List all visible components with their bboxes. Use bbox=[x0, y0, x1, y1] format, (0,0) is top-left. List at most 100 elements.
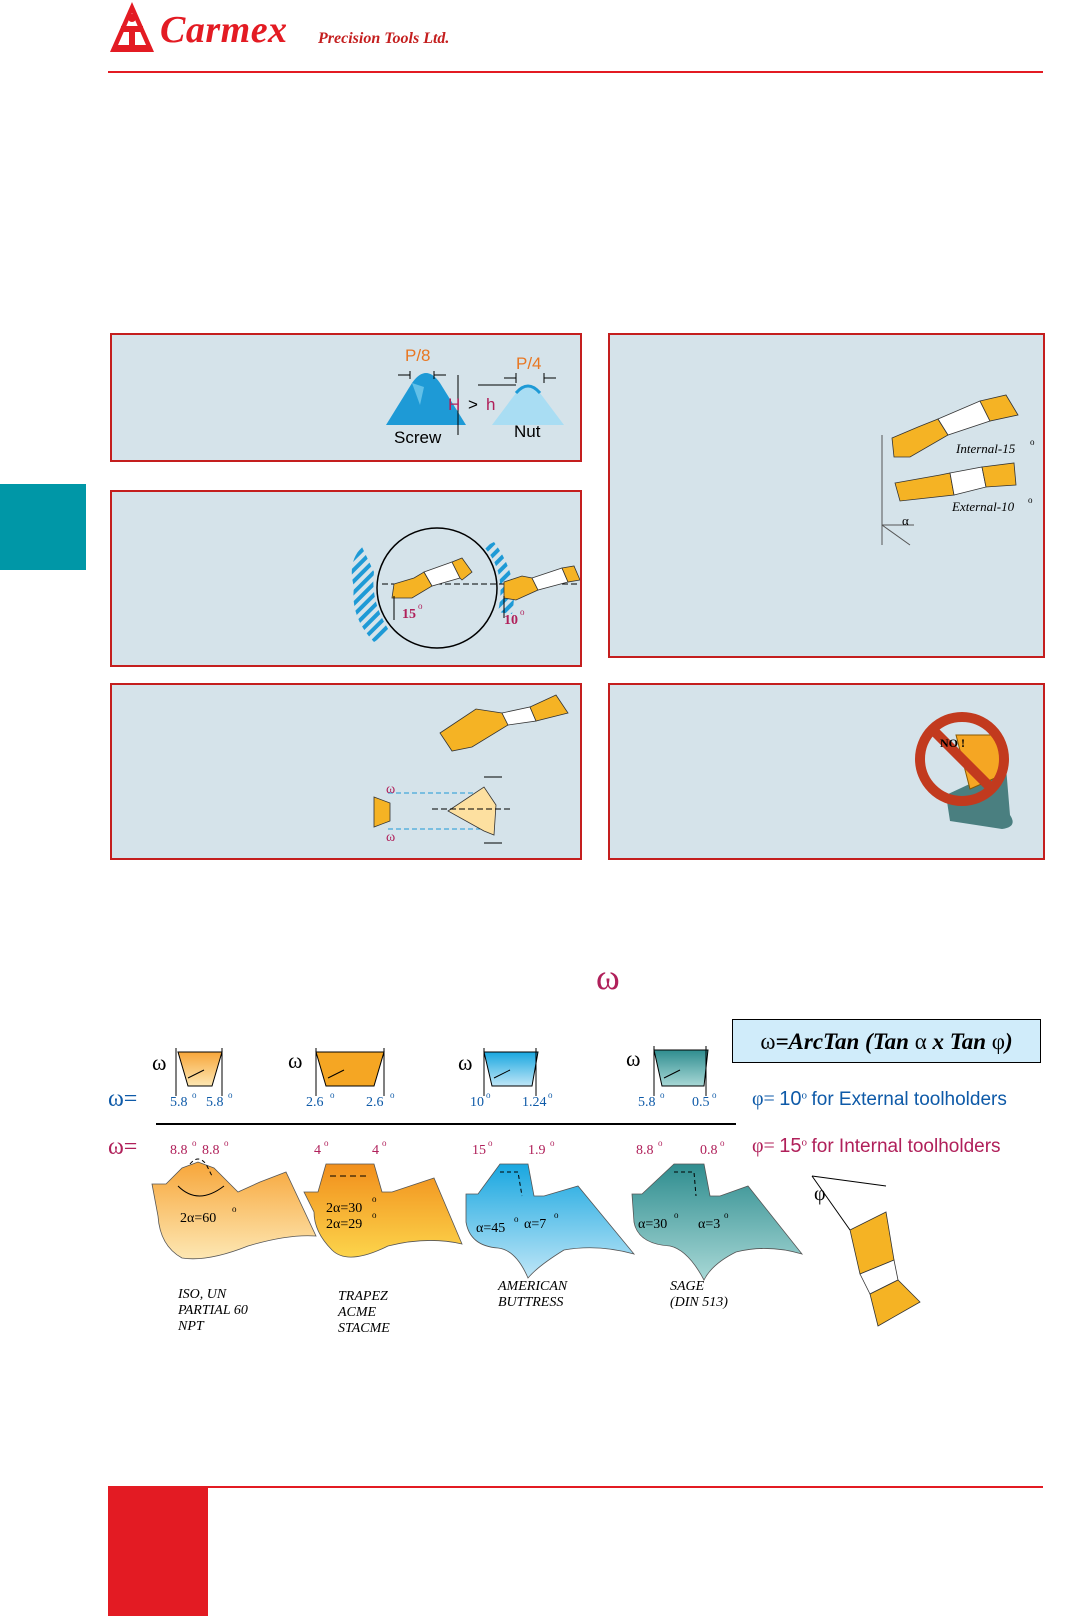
svg-text:2α=60: 2α=60 bbox=[180, 1211, 216, 1226]
svg-text:BUTTRESS: BUTTRESS bbox=[498, 1295, 563, 1310]
svg-text:o: o bbox=[486, 1090, 491, 1100]
nut-profile bbox=[492, 386, 564, 425]
svg-text:0.5: 0.5 bbox=[692, 1095, 710, 1110]
omega-internal-row-label: ω= bbox=[108, 1134, 138, 1160]
brand-tagline: Precision Tools Ltd. bbox=[318, 30, 450, 47]
H-label: H bbox=[448, 395, 460, 414]
section-tab bbox=[0, 484, 86, 570]
p4-label: P/4 bbox=[516, 354, 542, 373]
svg-text:(DIN 513): (DIN 513) bbox=[670, 1295, 728, 1310]
svg-text:1.24: 1.24 bbox=[522, 1095, 547, 1110]
svg-text:α=45: α=45 bbox=[476, 1221, 505, 1236]
svg-text:o: o bbox=[224, 1138, 229, 1148]
alpha-label: α bbox=[902, 513, 909, 528]
svg-text:ACME: ACME bbox=[337, 1305, 377, 1320]
svg-text:AMERICAN: AMERICAN bbox=[497, 1279, 568, 1294]
svg-text:o: o bbox=[418, 601, 423, 611]
no-sign-icon bbox=[915, 712, 1009, 806]
svg-text:15: 15 bbox=[472, 1143, 486, 1158]
svg-text:8.8: 8.8 bbox=[170, 1143, 188, 1158]
svg-text:o: o bbox=[554, 1210, 559, 1220]
svg-text:ω: ω bbox=[152, 1050, 166, 1075]
svg-text:o: o bbox=[658, 1138, 663, 1148]
svg-text:TRAPEZ: TRAPEZ bbox=[338, 1289, 388, 1304]
svg-text:10: 10 bbox=[470, 1095, 484, 1110]
svg-text:STACME: STACME bbox=[338, 1321, 390, 1336]
svg-text:4: 4 bbox=[314, 1143, 321, 1158]
no-label: NO ! bbox=[940, 736, 965, 750]
omega-external-row-label: ω= bbox=[108, 1086, 138, 1112]
no-sign-diagram: NO ! bbox=[915, 712, 1013, 829]
svg-text:PARTIAL 60: PARTIAL 60 bbox=[177, 1303, 248, 1318]
svg-text:o: o bbox=[382, 1138, 387, 1148]
svg-text:o: o bbox=[192, 1090, 197, 1100]
profile-iso-large: 2α=60 o ISO, UN PARTIAL 60 NPT bbox=[151, 1158, 317, 1334]
svg-text:o: o bbox=[372, 1194, 377, 1204]
internal-label: Internal-15 bbox=[955, 441, 1016, 456]
svg-text:o: o bbox=[660, 1090, 665, 1100]
svg-text:o: o bbox=[330, 1090, 335, 1100]
svg-text:NPT: NPT bbox=[177, 1319, 205, 1334]
omega-top-label: ω bbox=[386, 782, 395, 797]
profile-sage-large: α=30 o α=3 o SAGE (DIN 513) bbox=[631, 1163, 804, 1310]
svg-text:8.8: 8.8 bbox=[202, 1143, 220, 1158]
svg-text:2α=29: 2α=29 bbox=[326, 1217, 362, 1232]
svg-text:α=30: α=30 bbox=[638, 1217, 667, 1232]
panel-no: NO ! bbox=[608, 683, 1045, 860]
svg-text:o: o bbox=[228, 1090, 233, 1100]
header-rule bbox=[108, 71, 1043, 73]
omega-clearance-diagram: ω ω bbox=[373, 694, 569, 845]
gt-label: > bbox=[468, 395, 478, 414]
insert-types-diagram: Internal-15 o External-10 o α bbox=[881, 394, 1035, 546]
svg-text:α=3: α=3 bbox=[698, 1217, 720, 1232]
svg-text:o: o bbox=[1030, 437, 1035, 447]
svg-text:4: 4 bbox=[372, 1143, 379, 1158]
svg-text:2α=30: 2α=30 bbox=[326, 1201, 362, 1216]
svg-text:ω: ω bbox=[288, 1048, 302, 1073]
svg-text:o: o bbox=[712, 1090, 717, 1100]
phi-external-note: φ= 10o for External toolholders bbox=[752, 1088, 1007, 1110]
external-label: External-10 bbox=[951, 499, 1015, 514]
svg-text:o: o bbox=[514, 1214, 519, 1224]
formula-box: ω=ArcTan (Tan α x Tan φ) bbox=[732, 1019, 1041, 1063]
footer-red-block bbox=[108, 1486, 208, 1616]
p8-label: P/8 bbox=[405, 346, 431, 365]
carmex-logo-icon bbox=[110, 2, 154, 52]
screw-profile bbox=[386, 373, 466, 425]
svg-text:o: o bbox=[192, 1138, 197, 1148]
svg-text:5.8: 5.8 bbox=[206, 1095, 224, 1110]
svg-text:o: o bbox=[548, 1090, 553, 1100]
phi-internal-note: φ= 15o for Internal toolholders bbox=[752, 1135, 1001, 1157]
svg-text:o: o bbox=[324, 1138, 329, 1148]
screw-label: Screw bbox=[394, 428, 442, 447]
svg-text:SAGE: SAGE bbox=[670, 1279, 705, 1294]
panel-omega: ω ω bbox=[110, 683, 582, 860]
profile-buttress-large: α=45 o α=7 o AMERICAN BUTTRESS bbox=[465, 1163, 636, 1310]
svg-text:α=7: α=7 bbox=[524, 1217, 546, 1232]
svg-text:8.8: 8.8 bbox=[636, 1143, 654, 1158]
omega-title: ω bbox=[596, 957, 620, 997]
footer-rule bbox=[208, 1486, 1043, 1488]
svg-text:o: o bbox=[372, 1210, 377, 1220]
nut-label: Nut bbox=[514, 422, 541, 441]
phi-tool-diagram: φ bbox=[811, 1175, 921, 1327]
svg-text:2.6: 2.6 bbox=[366, 1095, 384, 1110]
svg-text:o: o bbox=[720, 1138, 725, 1148]
svg-text:0.8: 0.8 bbox=[700, 1143, 718, 1158]
svg-text:5.8: 5.8 bbox=[638, 1095, 656, 1110]
row-divider bbox=[156, 1123, 736, 1125]
svg-text:ω: ω bbox=[458, 1050, 472, 1075]
svg-text:o: o bbox=[1028, 495, 1033, 505]
svg-text:o: o bbox=[232, 1204, 237, 1214]
svg-text:o: o bbox=[674, 1210, 679, 1220]
angle-15-label: 15 bbox=[402, 607, 416, 622]
svg-text:ISO, UN: ISO, UN bbox=[177, 1287, 227, 1302]
svg-text:o: o bbox=[488, 1138, 493, 1148]
panel-helix-angles: 15 o 10 o bbox=[110, 490, 582, 667]
svg-text:o: o bbox=[724, 1210, 729, 1220]
angle-10-label: 10 bbox=[504, 613, 518, 628]
